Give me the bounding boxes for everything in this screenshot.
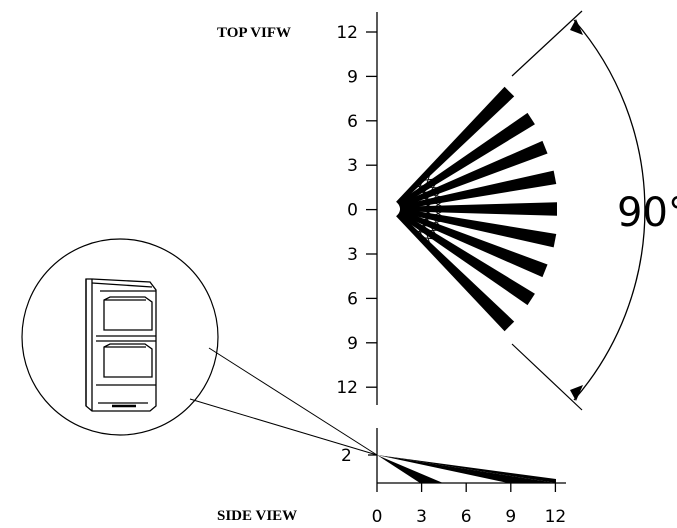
beam-zone [396, 86, 515, 205]
side-view-tick-label: 12 [545, 507, 567, 527]
beam-zone [398, 209, 548, 278]
top-view-tick-label: 3 [347, 156, 358, 176]
side-view-tick-label: 0 [372, 507, 383, 527]
beam-zone [399, 170, 557, 210]
beam-zone [397, 112, 535, 207]
detection-beam-fan [396, 86, 557, 332]
detector-device-illustration [85, 278, 157, 412]
top-view-tick-label: 3 [347, 245, 358, 265]
beam-zone [398, 140, 548, 209]
top-view-tick-label: 6 [347, 112, 358, 132]
beam-zone [396, 213, 515, 332]
coverage-angle-label: 90° [617, 190, 677, 236]
beam-zone [397, 211, 535, 306]
side-view-ticks: 0 3 6 9 12 [372, 483, 567, 527]
side-view-tick-label: 9 [505, 507, 516, 527]
top-view-title: TOP VIFW [217, 25, 291, 41]
detector-callout [21, 238, 378, 456]
side-view-tick-label: 3 [416, 507, 427, 527]
top-view-tick-label: 6 [347, 289, 358, 309]
side-view-tick-label: 6 [461, 507, 472, 527]
top-view-tick-label: 12 [336, 23, 358, 43]
beam-zone [399, 208, 557, 248]
side-beam-near [377, 455, 443, 483]
top-view-tick-label: 9 [347, 334, 358, 354]
beam-crosshatch [413, 169, 449, 249]
beam-zone [400, 202, 557, 216]
top-view-tick-label: 0 [347, 201, 358, 221]
top-view-ticks: 12 9 6 3 0 3 6 9 12 [336, 23, 377, 398]
coverage-angle-arc [511, 10, 646, 411]
top-view-tick-label: 9 [347, 67, 358, 87]
side-view-y-label: 2 [341, 446, 352, 466]
top-view-tick-label: 12 [336, 378, 358, 398]
side-view-title: SIDE VIEW [217, 508, 297, 524]
side-view-beams [377, 455, 556, 483]
